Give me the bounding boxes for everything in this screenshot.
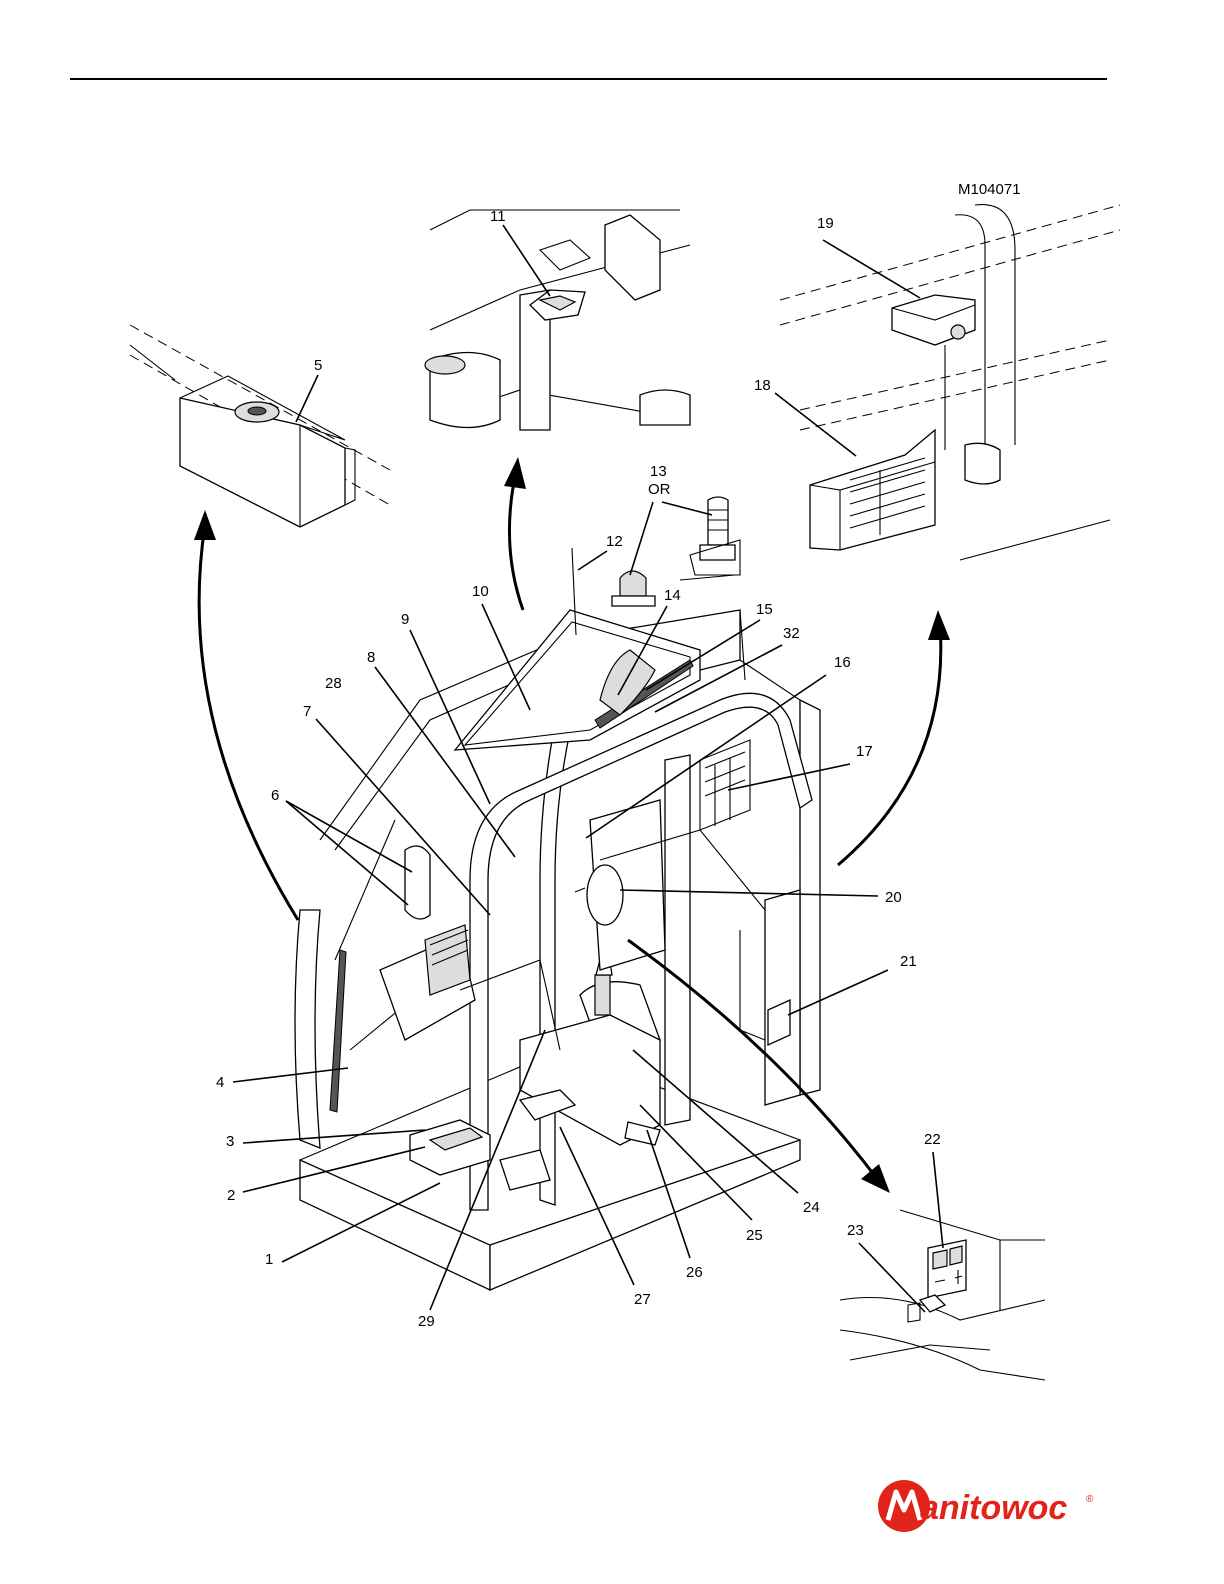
detail-item-5 bbox=[130, 325, 390, 527]
callout-12: 12 bbox=[606, 533, 623, 550]
callout-20: 20 bbox=[885, 889, 902, 906]
callout-10: 10 bbox=[472, 583, 489, 600]
callout-24: 24 bbox=[803, 1199, 820, 1216]
callout-14: 14 bbox=[664, 587, 681, 604]
callout-18: 18 bbox=[754, 377, 771, 394]
detail-item-11 bbox=[425, 210, 690, 430]
callout-4: 4 bbox=[216, 1074, 224, 1091]
callout-8: 8 bbox=[367, 649, 375, 666]
callout-25: 25 bbox=[746, 1227, 763, 1244]
callout-28: 28 bbox=[325, 675, 342, 692]
logo-registered-mark: ® bbox=[1086, 1494, 1094, 1505]
callout-11: 11 bbox=[490, 208, 506, 225]
callout-17: 17 bbox=[856, 743, 873, 760]
callout-13-or: OR bbox=[648, 481, 671, 498]
callout-32: 32 bbox=[783, 625, 800, 642]
callout-5: 5 bbox=[314, 357, 322, 374]
callout-29: 29 bbox=[418, 1313, 435, 1330]
callout-15: 15 bbox=[756, 601, 773, 618]
figure-id: M104071 bbox=[958, 181, 1021, 198]
callout-7: 7 bbox=[303, 703, 311, 720]
callout-16: 16 bbox=[834, 654, 851, 671]
callout-19: 19 bbox=[817, 215, 834, 232]
callout-23: 23 bbox=[847, 1222, 864, 1239]
callout-9: 9 bbox=[401, 611, 409, 628]
logo-wordmark: anitowoc bbox=[920, 1489, 1067, 1527]
callout-2: 2 bbox=[227, 1187, 235, 1204]
callout-3: 3 bbox=[226, 1133, 234, 1150]
callout-21: 21 bbox=[900, 953, 917, 970]
callout-22: 22 bbox=[924, 1131, 941, 1148]
callout-6: 6 bbox=[271, 787, 279, 804]
detail-items-18-19 bbox=[780, 205, 1120, 560]
manitowoc-logo: anitowoc ® bbox=[876, 1476, 1098, 1536]
callout-13: 13 bbox=[650, 463, 667, 480]
callout-27: 27 bbox=[634, 1291, 651, 1308]
callout-26: 26 bbox=[686, 1264, 703, 1281]
callout-1: 1 bbox=[265, 1251, 273, 1268]
